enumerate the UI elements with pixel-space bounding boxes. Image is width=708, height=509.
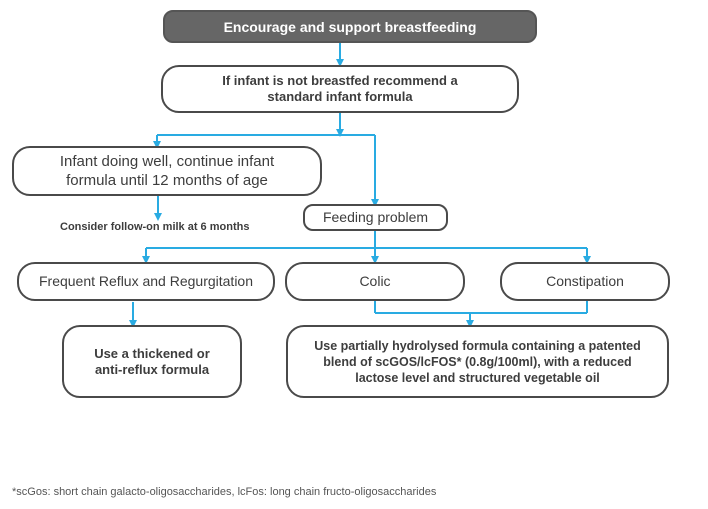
node-label: Frequent Reflux and Regurgitation bbox=[38, 273, 254, 289]
node-line: formula until 12 months of age bbox=[66, 172, 268, 189]
node-feeding-problem: Feeding problem bbox=[303, 204, 448, 231]
node-label: Feeding problem bbox=[322, 209, 429, 225]
node-thickened-formula: Use a thickened or anti-reflux formula bbox=[62, 325, 242, 398]
node-not-breastfed: If infant is not breastfed recommend a s… bbox=[161, 65, 519, 113]
node-line: standard infant formula bbox=[267, 89, 413, 104]
follow-on-milk-note: Consider follow-on milk at 6 months bbox=[60, 221, 250, 233]
node-line: Use partially hydrolysed formula contain… bbox=[314, 338, 641, 353]
node-line: lactose level and structured vegetable o… bbox=[355, 370, 600, 385]
node-line: Use a thickened or bbox=[94, 345, 210, 361]
node-encourage-breastfeeding: Encourage and support breastfeeding bbox=[163, 10, 537, 43]
node-infant-doing-well: Infant doing well, continue infant formu… bbox=[12, 146, 322, 196]
node-label: Encourage and support breastfeeding bbox=[223, 18, 477, 35]
node-line: If infant is not breastfed recommend a bbox=[222, 73, 458, 88]
node-reflux-regurgitation: Frequent Reflux and Regurgitation bbox=[17, 262, 275, 301]
node-label: Colic bbox=[359, 273, 391, 289]
node-line: anti-reflux formula bbox=[94, 361, 210, 377]
node-line: blend of scGOS/lcFOS* (0.8g/100ml), with… bbox=[323, 354, 632, 369]
node-label: Constipation bbox=[546, 273, 624, 289]
node-line: Infant doing well, continue infant bbox=[59, 153, 275, 170]
node-hydrolysed-formula: Use partially hydrolysed formula contain… bbox=[286, 325, 669, 398]
node-colic: Colic bbox=[285, 262, 465, 301]
footnote: *scGos: short chain galacto-oligosacchar… bbox=[12, 486, 437, 498]
node-constipation: Constipation bbox=[500, 262, 670, 301]
